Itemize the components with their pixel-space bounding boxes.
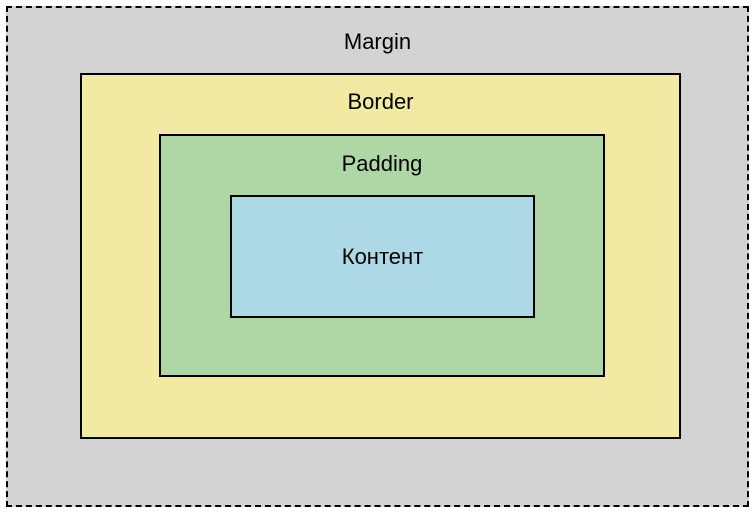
- border-label: Border: [347, 89, 414, 114]
- content-box: Контент: [230, 195, 535, 318]
- margin-label: Margin: [343, 29, 412, 54]
- border-box: Border Padding Контент: [80, 73, 681, 439]
- content-label: Контент: [341, 243, 424, 269]
- margin-box: Margin Border Padding Контент: [6, 6, 749, 507]
- padding-box: Padding Контент: [159, 134, 605, 377]
- padding-label: Padding: [341, 151, 423, 176]
